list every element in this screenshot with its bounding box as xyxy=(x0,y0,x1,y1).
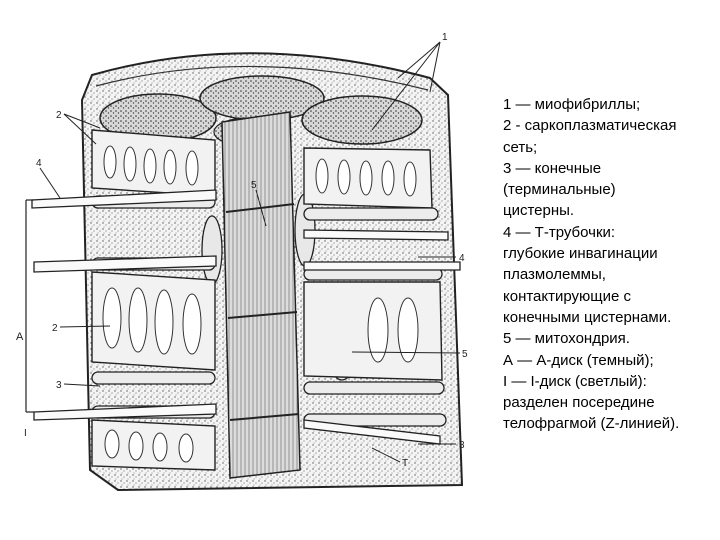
legend-line: 5 — митохондрия. xyxy=(503,330,630,348)
label-2-top-left: 2 xyxy=(56,110,62,121)
label-3-left: 3 xyxy=(56,380,62,391)
legend-line: конечными цистернами. xyxy=(503,308,672,326)
legend-line: цистерны. xyxy=(503,202,575,220)
legend-line: 3 — конечные xyxy=(503,159,602,177)
legend-line: телофрагмой (Z-линией). xyxy=(503,415,680,433)
label-a-disc: A xyxy=(16,331,24,343)
legend-line: разделен посередине xyxy=(503,394,655,412)
legend-line: плазмолеммы, xyxy=(503,266,606,284)
label-4-left: 4 xyxy=(36,158,42,169)
label-3-right: 3 xyxy=(459,440,465,451)
label-i-disc: I xyxy=(24,428,27,439)
sarcoplasmic-reticulum xyxy=(91,129,443,471)
label-1-top: 1 xyxy=(442,32,448,43)
legend-line: (терминальные) xyxy=(503,181,616,199)
label-leader-lines xyxy=(39,41,461,463)
muscle-fiber-illustration: 1 2 4 5 4 2 A 5 3 I 3 T xyxy=(16,32,468,492)
legend-line: сеть; xyxy=(503,138,538,156)
label-5-right: 5 xyxy=(462,349,468,360)
label-4-right: 4 xyxy=(459,253,465,264)
legend-line: контактирующие с xyxy=(503,287,632,305)
label-t-tubule: T xyxy=(402,458,408,469)
legend-line: глубокие инвагинации xyxy=(503,245,658,263)
legend-line: 1 — миофибриллы; xyxy=(503,96,641,113)
label-5-center: 5 xyxy=(251,180,257,191)
legend: 1 — миофибриллы; 2 - саркоплазматическая… xyxy=(503,94,717,435)
central-myofibril xyxy=(221,111,301,479)
label-2-mid-left: 2 xyxy=(52,323,58,334)
legend-line: 4 — Т-трубочки: xyxy=(503,223,616,241)
legend-line: I — I-диск (светлый): xyxy=(503,372,647,390)
t-tubules xyxy=(31,189,461,445)
a-disc-bracket xyxy=(25,199,34,413)
legend-line: 2 - саркоплазматическая xyxy=(503,117,677,135)
legend-line: А — А-диск (темный); xyxy=(503,351,654,369)
